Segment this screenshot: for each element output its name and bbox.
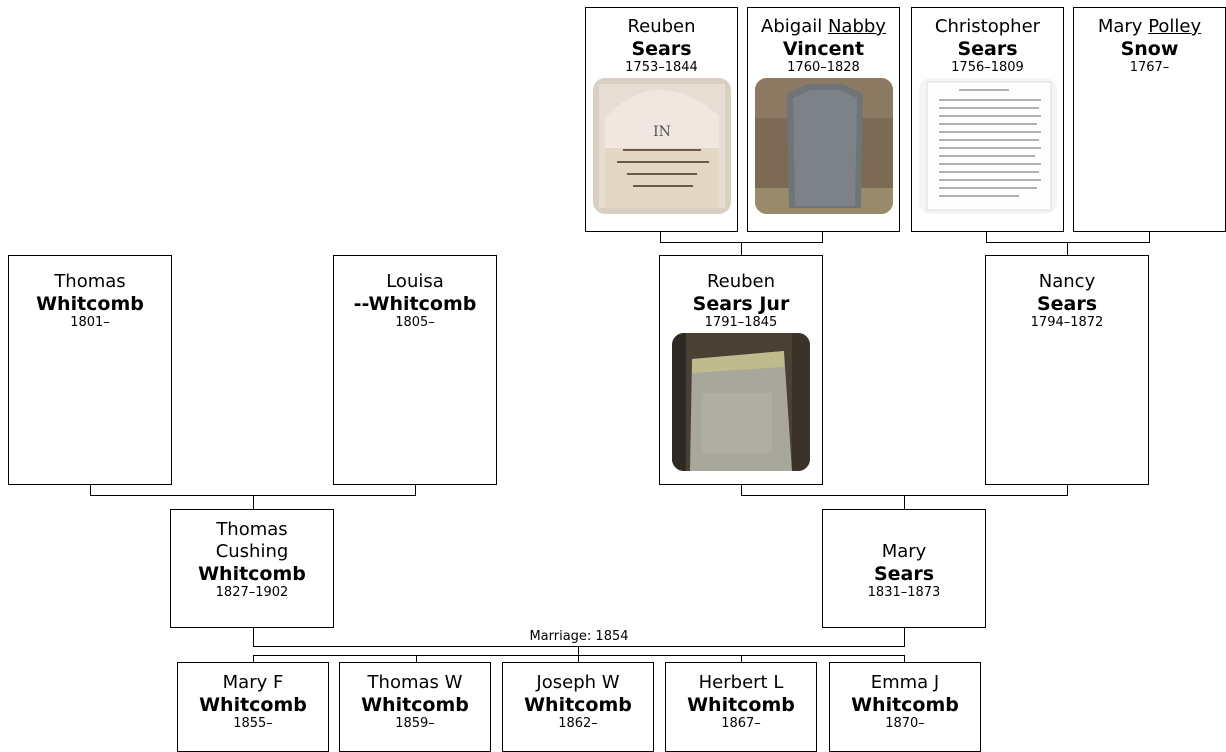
document-photo[interactable] (918, 78, 1057, 214)
person-card-thomas-whitcomb-sr[interactable]: Thomas Whitcomb 1801– (8, 255, 172, 485)
person-card-louisa-whitcomb[interactable]: Louisa --Whitcomb 1805– (333, 255, 497, 485)
surname: Sears (957, 38, 1018, 60)
connector-line (986, 242, 1150, 243)
life-dates: 1805– (395, 315, 435, 330)
marriage-line (253, 646, 905, 647)
connector-line (253, 495, 254, 509)
life-dates: 1801– (70, 315, 110, 330)
surname: Sears Jur (692, 293, 790, 315)
connector-line (660, 231, 661, 243)
given-name-prefix: Mary (1097, 16, 1149, 37)
marriage-label: Marriage: 1854 (514, 629, 644, 644)
life-dates: 1760–1828 (787, 60, 860, 75)
surname: Whitcomb (198, 563, 306, 585)
given-name: Thomas W (367, 672, 463, 693)
connector-line (253, 627, 254, 647)
connector-line (904, 627, 905, 647)
given-name: Thomas (54, 271, 126, 292)
person-card-mary-snow[interactable]: Mary Polley Snow 1767– (1073, 7, 1226, 232)
given-name: Reuben (627, 16, 696, 37)
surname: Whitcomb (851, 694, 959, 716)
given-name-line-1: Thomas (216, 519, 288, 540)
given-name: Mary F (222, 672, 284, 693)
nickname: Polley (1148, 16, 1202, 37)
given-name-prefix: Abigail (761, 16, 828, 37)
life-dates: 1862– (558, 716, 598, 731)
surname: Whitcomb (199, 694, 307, 716)
surname: --Whitcomb (353, 293, 477, 315)
person-card-thomas-cushing-whitcomb[interactable]: Thomas Cushing Whitcomb 1827–1902 (170, 509, 334, 628)
connector-line (1067, 484, 1068, 496)
given-name: Mary Polley (1074, 16, 1225, 38)
life-dates: 1867– (721, 716, 761, 731)
life-dates: 1767– (1129, 60, 1170, 75)
given-name: Christopher (934, 16, 1041, 37)
gravestone-photo[interactable]: IN (592, 78, 731, 214)
connector-line (1149, 231, 1150, 243)
person-card-reuben-sears-jr[interactable]: Reuben Sears Jur 1791–1845 (659, 255, 823, 485)
given-name: Mary (881, 541, 927, 562)
life-dates: 1859– (395, 716, 435, 731)
surname: Whitcomb (687, 694, 795, 716)
surname: Sears (873, 563, 935, 585)
surname: Whitcomb (524, 694, 632, 716)
given-name: Nancy (1038, 271, 1096, 292)
given-name: Reuben (706, 271, 776, 292)
given-name: Joseph W (536, 672, 620, 693)
given-name-line-2: Cushing (215, 541, 289, 562)
life-dates: 1827–1902 (215, 585, 289, 600)
surname: Sears (1036, 293, 1098, 315)
given-name: Abigail Nabby (748, 16, 899, 38)
person-card-child[interactable]: Emma J Whitcomb 1870– (829, 662, 981, 752)
life-dates: 1791–1845 (704, 315, 778, 330)
life-dates: 1794–1872 (1030, 315, 1104, 330)
person-card-child[interactable]: Thomas W Whitcomb 1859– (339, 662, 491, 752)
life-dates: 1756–1809 (951, 60, 1024, 75)
connector-line (741, 242, 742, 256)
children-line (253, 655, 905, 656)
connector-line (741, 484, 742, 496)
person-card-mary-sears[interactable]: Mary Sears 1831–1873 (822, 509, 986, 628)
given-name: Herbert L (698, 672, 784, 693)
gravestone-photo[interactable] (754, 78, 893, 214)
life-dates: 1855– (233, 716, 273, 731)
svg-text:IN: IN (653, 124, 671, 140)
person-card-reuben-sears-sr[interactable]: Reuben Sears 1753–1844 IN (585, 7, 738, 232)
connector-line (986, 231, 987, 243)
nickname: Nabby (827, 16, 886, 37)
given-name: Louisa (386, 271, 444, 292)
connector-line (416, 655, 417, 663)
person-card-child[interactable]: Mary F Whitcomb 1855– (177, 662, 329, 752)
connector-line (904, 495, 905, 509)
life-dates: 1753–1844 (625, 60, 698, 75)
person-card-nancy-sears[interactable]: Nancy Sears 1794–1872 (985, 255, 1149, 485)
person-card-child[interactable]: Herbert L Whitcomb 1867– (665, 662, 817, 752)
person-card-christopher-sears[interactable]: Christopher Sears 1756–1809 (911, 7, 1064, 232)
surname: Whitcomb (361, 694, 469, 716)
surname: Sears (631, 38, 692, 60)
life-dates: 1831–1873 (867, 585, 941, 600)
given-name: Emma J (870, 672, 940, 693)
surname: Vincent (782, 38, 865, 60)
connector-line (253, 655, 254, 663)
connector-line (904, 655, 905, 663)
connector-line (822, 231, 823, 243)
connector-line (415, 484, 416, 496)
connector-line (741, 655, 742, 663)
connector-line (578, 646, 579, 656)
gravestone-photo[interactable] (672, 333, 810, 471)
connector-line (578, 655, 579, 663)
person-card-child[interactable]: Joseph W Whitcomb 1862– (502, 662, 654, 752)
life-dates: 1870– (885, 716, 925, 731)
connector-line (90, 484, 91, 496)
surname: Snow (1120, 38, 1179, 60)
surname: Whitcomb (36, 293, 144, 315)
person-card-abigail-vincent[interactable]: Abigail Nabby Vincent 1760–1828 (747, 7, 900, 232)
connector-line (1067, 242, 1068, 256)
